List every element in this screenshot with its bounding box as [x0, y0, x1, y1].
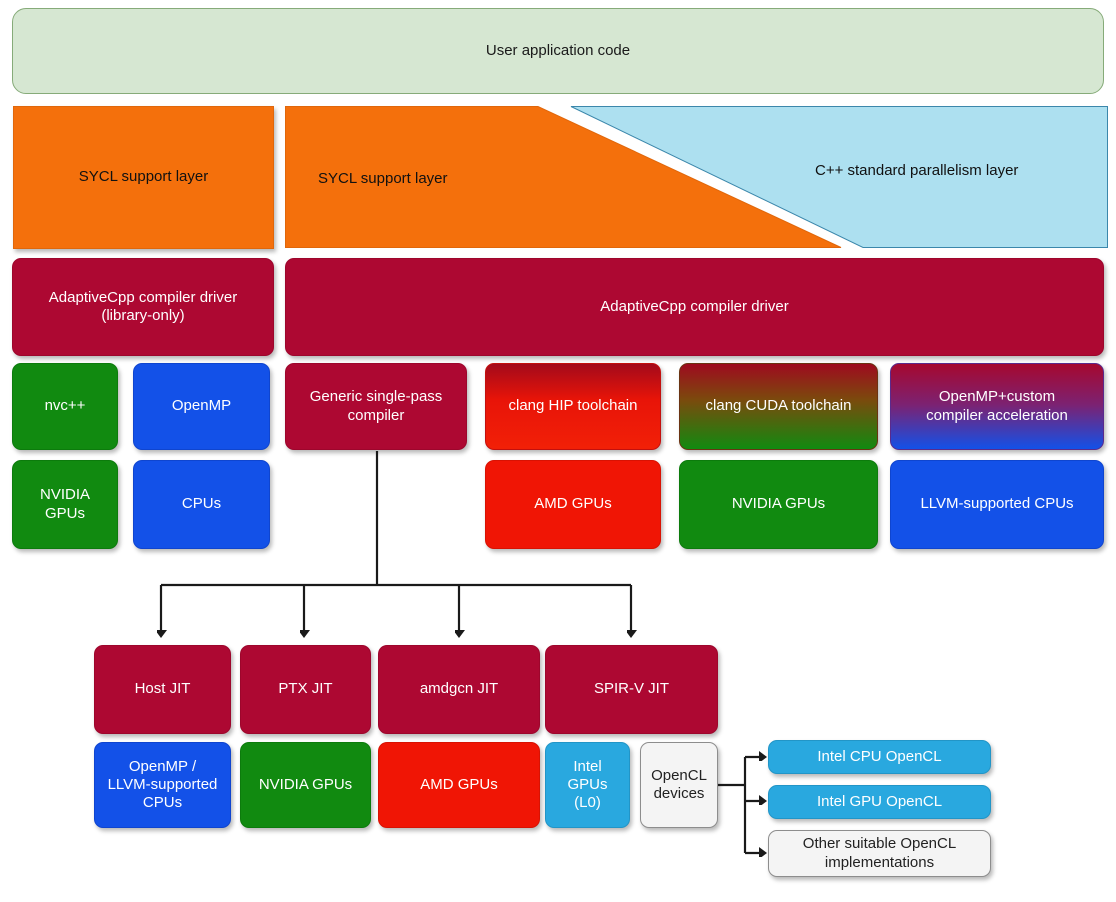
jit-amdgcn-box: amdgcn JIT [378, 645, 540, 734]
split-layer-band-shapes [285, 106, 1108, 248]
toolchain-openmp-label: OpenMP [171, 397, 232, 415]
toolchain-openmp-custom-line1: OpenMP+custom [938, 388, 1056, 406]
opencl-impl-intel-cpu-box: Intel CPU OpenCL [768, 740, 991, 774]
sycl-support-layer-left-label: SYCL support layer [78, 168, 209, 186]
toolchain-openmp-custom-box: OpenMP+custom compiler acceleration [890, 363, 1104, 450]
compiler-driver-library-only-line2: (library-only) [101, 307, 185, 324]
jit-target-intel-gpus-box: Intel GPUs (L0) [545, 742, 630, 828]
jit-spirv-box: SPIR-V JIT [545, 645, 718, 734]
target-nvidia-gpus-box: NVIDIA GPUs [12, 460, 118, 549]
jit-target-opencl-devices-box: OpenCL devices [640, 742, 718, 828]
compiler-driver-main-label: AdaptiveCpp compiler driver [600, 297, 789, 315]
user-application-code-box: User application code [12, 8, 1104, 94]
toolchain-openmp-custom-line2: compiler acceleration [926, 406, 1068, 424]
sycl-support-layer-right-shape [285, 106, 842, 248]
jit-target-openmp-llvm-line3: CPUs [142, 794, 183, 812]
toolchain-clang-hip-box: clang HIP toolchain [485, 363, 661, 450]
opencl-impl-intel-gpu-label: Intel GPU OpenCL [816, 792, 943, 810]
sycl-support-layer-left-box: SYCL support layer [13, 106, 274, 249]
compiler-driver-library-only-line1: AdaptiveCpp compiler driver [48, 288, 238, 306]
jit-target-intel-gpus-line3: (L0) [574, 794, 601, 812]
jit-ptx-label: PTX JIT [278, 680, 333, 698]
toolchain-generic-single-pass-line1: Generic single-pass [309, 388, 443, 406]
toolchain-nvcpp-box: nvc++ [12, 363, 118, 450]
jit-target-intel-gpus-line2: GPUs [567, 775, 608, 793]
target-nvidia-gpus-cuda-box: NVIDIA GPUs [679, 460, 878, 549]
split-layer-band: SYCL support layer C++ standard parallel… [285, 106, 1108, 249]
jit-amdgcn-label: amdgcn JIT [419, 680, 499, 698]
sycl-support-layer-right-label: SYCL support layer [318, 170, 448, 187]
toolchain-generic-single-pass-box: Generic single-pass compiler [285, 363, 467, 450]
target-amd-gpus-box: AMD GPUs [485, 460, 661, 549]
jit-target-amd-gpus-label: AMD GPUs [420, 775, 498, 793]
cpp-parallelism-layer-label: C++ standard parallelism layer [815, 162, 1019, 179]
user-application-code-label: User application code [485, 41, 631, 59]
jit-target-opencl-devices-line2: devices [653, 785, 705, 802]
jit-target-openmp-llvm-cpus-box: OpenMP / LLVM-supported CPUs [94, 742, 231, 828]
jit-target-nvidia-gpus-box: NVIDIA GPUs [240, 742, 371, 828]
jit-target-openmp-llvm-line1: OpenMP / [128, 757, 197, 775]
compiler-driver-main-box: AdaptiveCpp compiler driver [285, 258, 1104, 356]
target-cpus-label: CPUs [181, 495, 222, 513]
jit-target-intel-gpus-line1: Intel [573, 757, 602, 775]
target-llvm-cpus-label: LLVM-supported CPUs [920, 495, 1074, 513]
jit-target-openmp-llvm-line2: LLVM-supported [107, 775, 218, 793]
jit-target-amd-gpus-box: AMD GPUs [378, 742, 540, 828]
toolchain-clang-hip-label: clang HIP toolchain [508, 397, 638, 415]
toolchain-clang-cuda-box: clang CUDA toolchain [679, 363, 878, 450]
target-llvm-cpus-box: LLVM-supported CPUs [890, 460, 1104, 549]
compiler-driver-library-only-box: AdaptiveCpp compiler driver (library-onl… [12, 258, 274, 356]
opencl-impl-intel-gpu-box: Intel GPU OpenCL [768, 785, 991, 819]
jit-ptx-box: PTX JIT [240, 645, 371, 734]
jit-target-opencl-devices-line1: OpenCL [651, 766, 707, 784]
toolchain-generic-single-pass-line2: compiler [347, 406, 405, 424]
jit-host-label: Host JIT [134, 680, 191, 698]
opencl-impl-other-line1: Other suitable OpenCL [802, 835, 957, 853]
jit-host-box: Host JIT [94, 645, 231, 734]
opencl-impl-intel-cpu-label: Intel CPU OpenCL [817, 747, 942, 765]
jit-spirv-label: SPIR-V JIT [593, 680, 669, 698]
target-amd-gpus-label: AMD GPUs [534, 495, 612, 513]
target-nvidia-gpus-line1: NVIDIA [39, 486, 90, 504]
toolchain-clang-cuda-label: clang CUDA toolchain [705, 397, 852, 415]
jit-target-nvidia-gpus-label: NVIDIA GPUs [258, 775, 353, 793]
toolchain-openmp-box: OpenMP [133, 363, 270, 450]
target-cpus-box: CPUs [133, 460, 270, 549]
target-nvidia-gpus-cuda-label: NVIDIA GPUs [731, 495, 826, 513]
toolchain-nvcpp-label: nvc++ [44, 397, 86, 415]
opencl-impl-other-box: Other suitable OpenCL implementations [768, 830, 991, 877]
cpp-parallelism-layer-shape [570, 106, 1108, 248]
target-nvidia-gpus-line2: GPUs [44, 504, 85, 522]
opencl-impl-other-line2: implementations [824, 853, 935, 871]
